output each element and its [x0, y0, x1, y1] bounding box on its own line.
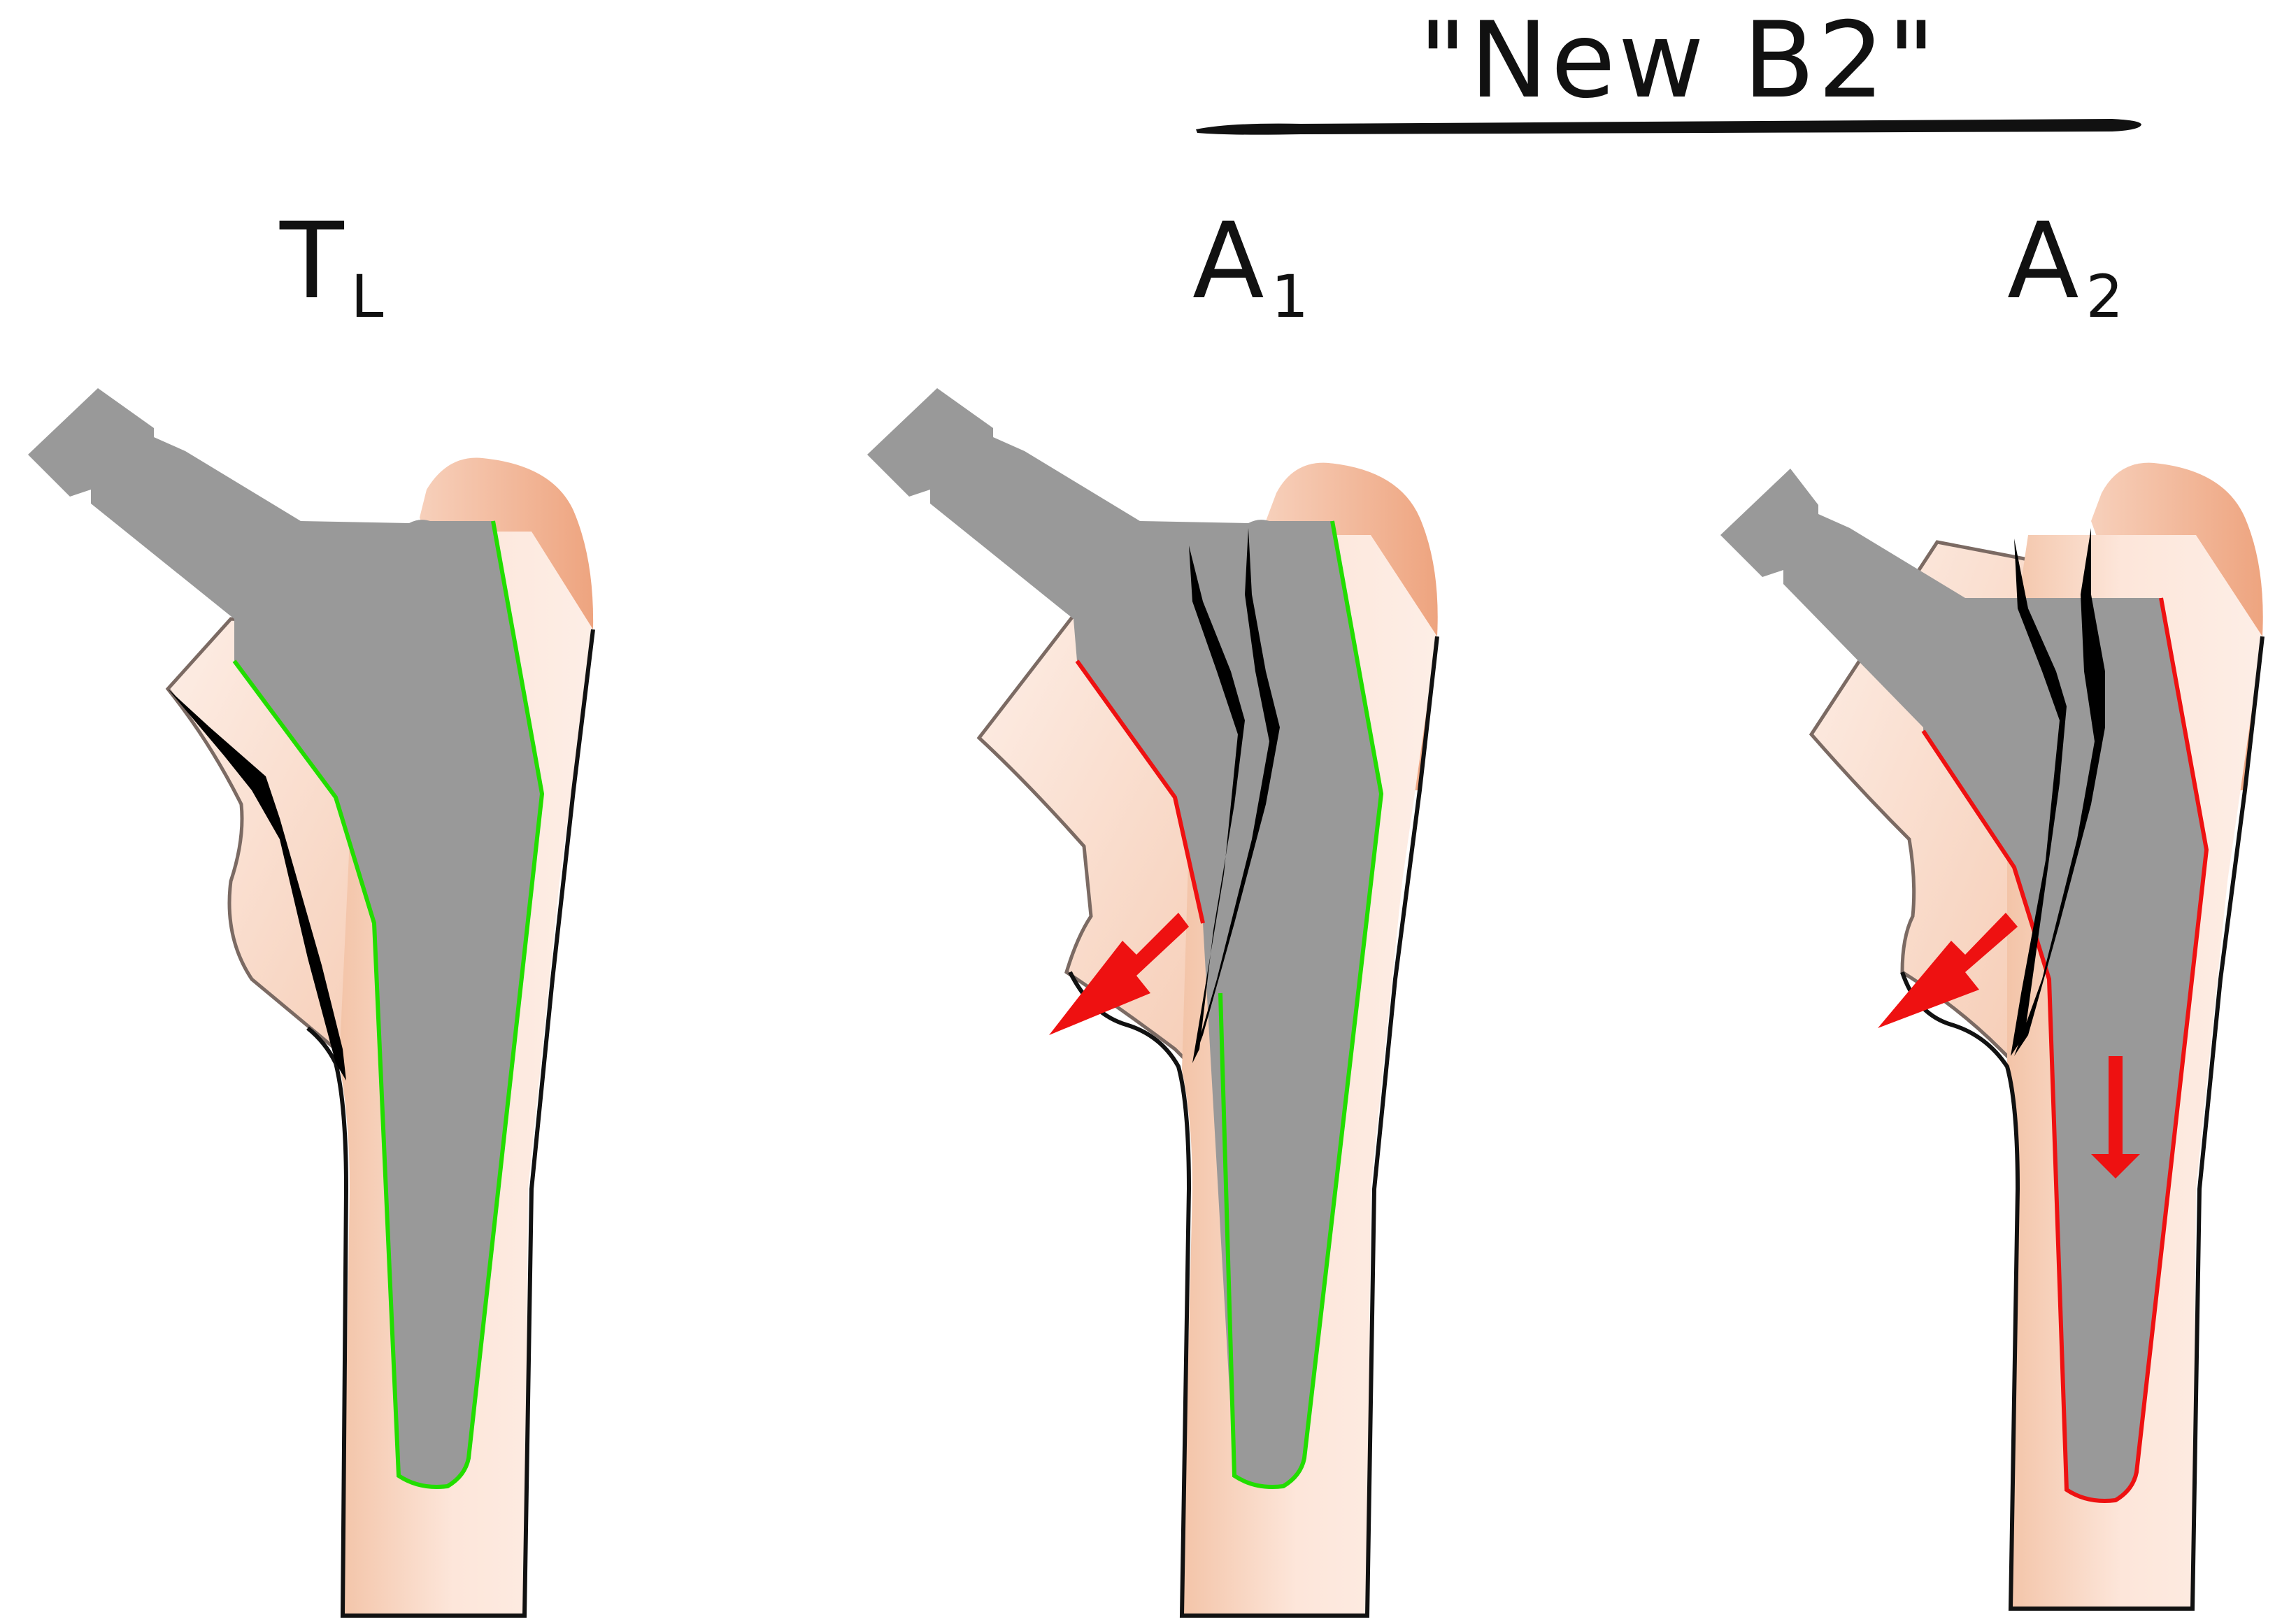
fracture-line-a2-left	[2011, 539, 2067, 1056]
new-b2-underline	[1196, 119, 2141, 135]
displacement-arrow-a1	[1049, 913, 1189, 1035]
shaft-outline-a2	[1900, 636, 2265, 1611]
panel-tl	[28, 388, 595, 1618]
fracture-line-a1-right	[1192, 528, 1280, 1063]
new-b2-heading: "New B2"	[1196, 0, 2141, 135]
fracture-line-a1-left	[1189, 546, 1245, 1063]
subsidence-arrow-a2	[2091, 1056, 2140, 1178]
interface-loose-a1	[1075, 660, 1205, 924]
fracture-line-a2-right	[2014, 528, 2105, 1056]
femoral-stem	[28, 388, 542, 1487]
new-b2-label: "New B2"	[1418, 0, 1938, 122]
femoral-stem-a1	[867, 388, 1381, 1487]
interface-fixed-a1	[1218, 520, 1384, 1489]
femoral-stem-a2	[1720, 469, 2206, 1501]
panel-a1	[867, 388, 1439, 1618]
interface-loose-a2	[1921, 597, 2209, 1503]
interface-line-tl	[232, 520, 545, 1489]
shaft-outline	[306, 629, 595, 1618]
displacement-arrow-a2	[1878, 913, 2018, 1028]
panel-a2	[1720, 462, 2265, 1611]
